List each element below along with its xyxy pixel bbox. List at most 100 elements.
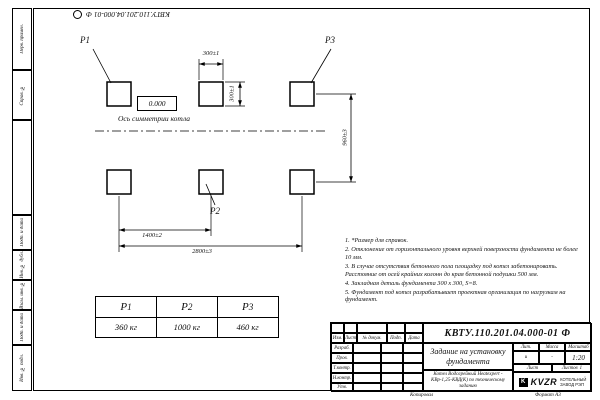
note-line: 4. Закладная деталь фундамента 300 х 300… [345, 279, 478, 287]
title-block: Изм. Лист № докум. Подп. Дата Разраб. Пр… [330, 322, 592, 392]
company-name: КОТЕЛЬНЫЙ ЗАВОД РЭП [560, 377, 586, 387]
massa-value: - [539, 351, 565, 364]
header-text: Р [241, 301, 249, 313]
role-label: Н.контр. [331, 373, 353, 383]
change-cell [331, 323, 344, 333]
change-cell [387, 323, 405, 333]
foundation-pad [289, 81, 315, 107]
change-header-list: Лист [344, 333, 357, 343]
elevation-marker: 0.000 [137, 96, 177, 111]
strip-cell-inv-dubl: Инв. № дубл. [12, 250, 32, 280]
title-block-product: Котел Водогрейный Heatexpert - КВр-1,25-… [423, 370, 513, 392]
header-sub: 2 [187, 302, 193, 312]
role-sign [381, 343, 403, 353]
change-header-doc: № докум. [357, 333, 387, 343]
pad-label-p2: Р2 [210, 206, 220, 216]
company-line: ЗАВОД РЭП [560, 382, 585, 387]
change-cell [405, 323, 423, 333]
title-block-doc-number: КВТУ.110.201.04.000-01 Ф [423, 323, 592, 343]
role-date [403, 363, 423, 373]
role-label: Пров. [331, 353, 353, 363]
dimension-lines [119, 62, 353, 248]
note-line: 2. Отклонение от горизонтального уровня … [345, 245, 578, 261]
title-block-title: Задание на установку фундамента [423, 343, 513, 370]
role-label: Утв. [331, 383, 353, 392]
header-sub: 1 [127, 302, 132, 312]
role-sign [381, 383, 403, 392]
role-label: Т.контр. [331, 363, 353, 373]
company-cell: K KVZR КОТЕЛЬНЫЙ ЗАВОД РЭП [513, 372, 592, 392]
strip-cell-perv-primen: Перв. примен. [12, 8, 32, 70]
header-sub: 3 [248, 302, 254, 312]
extension-lines [118, 59, 356, 252]
dim-width-top: 300±1 [202, 50, 220, 57]
role-name [353, 363, 381, 373]
role-name [353, 373, 381, 383]
dim-height-side: 300±1 [228, 85, 236, 102]
note-line: 5. Фундамент под котел разрабатывает про… [345, 288, 566, 304]
foundation-pad [106, 169, 132, 195]
dim-column-spacing: 1400±2 [142, 232, 162, 239]
strip-cell-podp-data-2: Подп. и дата [12, 310, 32, 345]
pad-label-p3: Р3 [325, 35, 335, 45]
strip-cell-empty [12, 120, 32, 215]
strip-cell-inv-podl: Инв. № подл. [12, 345, 32, 391]
role-date [403, 353, 423, 363]
header-text: Р [181, 301, 188, 313]
load-table-cell: 460 кг [216, 316, 279, 338]
note-line: 3. В случае отсутствия бетонного пола пл… [345, 262, 558, 278]
scale-header: Масштаб [565, 343, 592, 351]
role-name [353, 383, 381, 392]
copied-label: Копировал [410, 392, 434, 398]
foundation-pad [289, 169, 315, 195]
load-table-value-row: 360 кг 1000 кг 460 кг [95, 316, 279, 338]
sheet-cell: Лист [513, 364, 552, 372]
foundation-pads [106, 81, 315, 195]
role-sign [381, 373, 403, 383]
lit-header: Лит. [513, 343, 539, 351]
role-name [353, 353, 381, 363]
change-cell [357, 323, 387, 333]
sheets-value: 1 [579, 365, 583, 371]
sheets-cell: Листов 1 [552, 364, 592, 372]
massa-header: Масса [539, 343, 565, 351]
format-label: Формат А3 [535, 392, 561, 398]
leader-lines [92, 48, 332, 206]
dim-row-spacing: 960±3 [341, 129, 349, 146]
role-label: Разраб. [331, 343, 353, 353]
foundation-pad [106, 81, 132, 107]
change-header-podp: Подп. [387, 333, 405, 343]
elevation-value: 0.000 [148, 99, 166, 108]
role-date [403, 383, 423, 392]
note-line: 1. *Размер для справок. [345, 237, 409, 244]
kvzr-logo-icon: K [518, 377, 528, 387]
sheets-label: Листов [561, 365, 578, 371]
axis-label: Ось симметрии котла [118, 114, 190, 123]
foundation-pad [198, 169, 224, 195]
strip-cell-vzam-inv: Взам. инв. № [12, 280, 32, 310]
kvzr-logo-text: KVZR [530, 377, 558, 387]
role-sign [381, 363, 403, 373]
load-table-cell: 360 кг [95, 316, 157, 338]
change-header-izm: Изм. [331, 333, 344, 343]
change-cell [344, 323, 357, 333]
role-name [353, 343, 381, 353]
role-sign [381, 353, 403, 363]
dim-total-span: 2800±3 [192, 248, 212, 255]
change-header-data: Дата [405, 333, 423, 343]
strip-cell-sprav: Справ. № [12, 70, 32, 120]
role-date [403, 343, 423, 353]
drawing-frame [33, 8, 590, 391]
notes-block: 1. *Размер для справок. 2. Отклонение от… [345, 237, 583, 305]
company-line: КОТЕЛЬНЫЙ [560, 376, 587, 382]
role-date [403, 373, 423, 383]
strip-cell-podp-data-1: Подп. и дата [12, 215, 32, 250]
load-table-cell: 1000 кг [155, 316, 218, 338]
pad-label-p1: Р1 [80, 35, 90, 45]
